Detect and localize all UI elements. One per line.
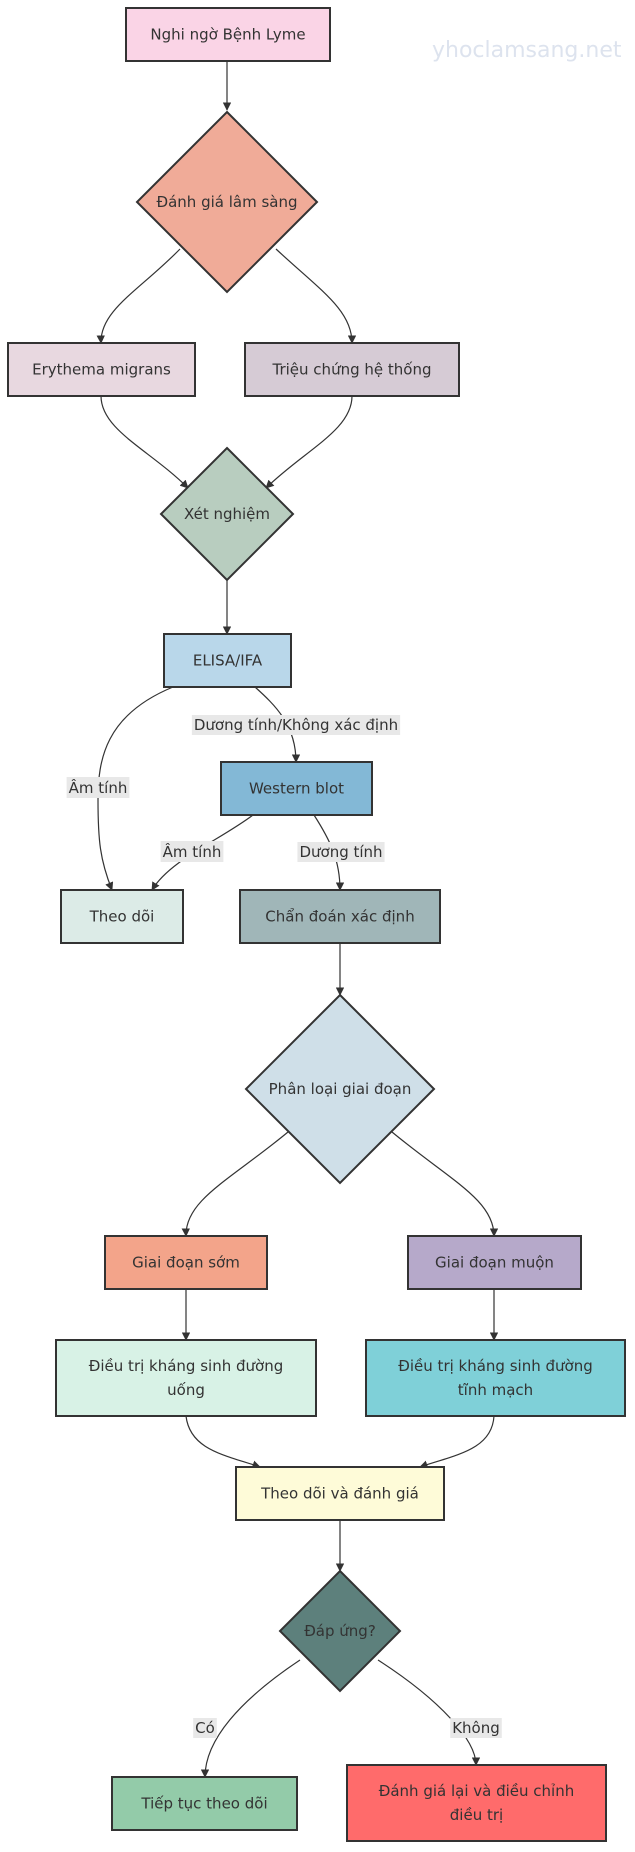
node-confirmed-label: Chẩn đoán xác định [265,908,414,926]
edge-erythema-testing [100,395,189,489]
edge-label-no-text: Không [452,1719,500,1737]
node-oral-label: Điều trị kháng sinh đường [89,1357,283,1375]
edge-label-western-positive-text: Dương tính [299,843,382,861]
edge-clinical-erythema [96,248,181,344]
node-reassess-label: điều trị [450,1806,503,1824]
node-suspect-box [125,7,331,62]
node-late: Giai đoạn muộn [407,1235,582,1290]
node-monitor-box [60,889,184,944]
edge-systemic-testing [265,395,353,489]
node-early-label: Giai đoạn sớm [132,1254,240,1272]
node-monitor: Theo dõi [60,889,184,944]
edge-label-elisa-positive-text: Dương tính/Không xác định [194,716,398,734]
node-continue: Tiếp tục theo dõi [111,1776,298,1831]
node-erythema-label: Erythema migrans [32,361,171,379]
node-early: Giai đoạn sớm [104,1235,268,1290]
edge-iv-followup [419,1415,495,1469]
node-elisa-box [163,633,292,688]
edge-label-yes-bg [193,1718,217,1738]
node-monitor-label: Theo dõi [89,908,155,926]
node-systemic-box [244,342,460,397]
node-elisa: ELISA/IFA [163,633,292,688]
node-followup: Theo dõi và đánh giá [235,1466,445,1521]
node-confirmed-box [239,889,441,944]
edge-label-western-positive-bg [297,842,385,862]
node-iv-label: tĩnh mạch [458,1381,533,1399]
node-oral-box [55,1339,317,1417]
node-early-box [104,1235,268,1290]
edge-label-elisa-positive: Dương tính/Không xác định [191,715,401,735]
edge-label-elisa-negative-text: Âm tính [69,778,128,797]
edge-label-yes-text: Có [195,1719,215,1737]
node-late-label: Giai đoạn muộn [435,1254,554,1272]
node-late-box [407,1235,582,1290]
edge-response-continue [200,1659,301,1778]
edge-label-yes: Có [193,1718,217,1738]
edge-response-reassess [377,1659,481,1766]
node-iv-label: Điều trị kháng sinh đường [398,1357,592,1375]
node-staging: Phân loại giai đoạn [244,993,436,1185]
node-testing-diamond [159,446,295,582]
edge-label-western-positive: Dương tính [297,842,385,862]
node-systemic-label: Triệu chứng hệ thống [272,361,432,379]
node-suspect: Nghi ngờ Bệnh Lyme [125,7,331,62]
node-oral: Điều trị kháng sinh đường uống [55,1339,317,1417]
node-clinical-diamond [135,110,319,294]
watermark: yhoclamsang.net [432,38,622,63]
node-reassess-box [346,1764,607,1842]
node-response-diamond [278,1569,402,1693]
node-iv: Điều trị kháng sinh đường tĩnh mạch [365,1339,626,1417]
node-iv-box [365,1339,626,1417]
node-clinical-label: Đánh giá lâm sàng [156,193,297,211]
node-western-box [220,761,373,816]
edge-oral-followup [185,1415,261,1469]
edge-label-elisa-negative-bg [66,777,130,798]
node-testing-label: Xét nghiệm [184,505,270,523]
node-confirmed: Chẩn đoán xác định [239,889,441,944]
node-followup-box [235,1466,445,1521]
edge-label-no: Không [450,1718,502,1738]
edge-label-western-negative-bg [160,841,224,862]
edge-label-no-bg [450,1718,502,1738]
node-erythema-box [7,342,196,397]
node-western-label: Western blot [249,780,344,798]
edge-staging-early [181,1131,289,1237]
edge-label-elisa-positive-bg [191,715,401,735]
node-erythema: Erythema migrans [7,342,196,397]
node-testing: Xét nghiệm [159,446,295,582]
node-western: Western blot [220,761,373,816]
node-systemic: Triệu chứng hệ thống [244,342,460,397]
edge-staging-late [391,1131,499,1237]
node-staging-diamond [244,993,436,1185]
edge-label-elisa-negative: Âm tính [66,777,130,798]
node-elisa-label: ELISA/IFA [193,652,263,670]
node-oral-label: uống [167,1381,205,1399]
node-followup-label: Theo dõi và đánh giá [260,1485,419,1503]
node-response: Đáp ứng? [278,1569,402,1693]
node-reassess-label: Đánh giá lại và điều chỉnh [379,1782,575,1800]
node-suspect-label: Nghi ngờ Bệnh Lyme [150,26,305,44]
node-continue-label: Tiếp tục theo dõi [140,1795,267,1813]
node-response-label: Đáp ứng? [304,1622,376,1640]
edge-clinical-systemic [275,248,357,344]
node-clinical: Đánh giá lâm sàng [135,110,319,294]
edge-label-western-negative: Âm tính [160,841,224,862]
edge-label-western-negative-text: Âm tính [163,842,222,861]
node-continue-box [111,1776,298,1831]
node-reassess: Đánh giá lại và điều chỉnh điều trị [346,1764,607,1842]
node-staging-label: Phân loại giai đoạn [269,1080,412,1098]
